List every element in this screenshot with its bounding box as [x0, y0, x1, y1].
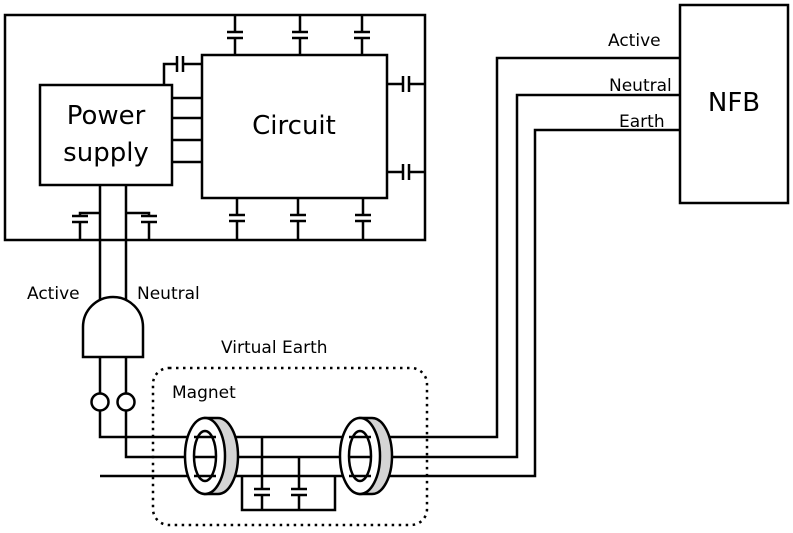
- circuit-block: Circuit: [200, 53, 389, 200]
- circuit-label: Circuit: [252, 111, 336, 141]
- power-supply-block: Power supply: [38, 83, 174, 187]
- right-toroid-core: [338, 416, 394, 496]
- magnet-label: Magnet: [172, 383, 236, 403]
- plug-pin-neutral: [116, 392, 136, 412]
- earth-line: [100, 128, 680, 478]
- chassis-enclosure: [3, 13, 427, 242]
- plug-neutral-label: Neutral: [137, 284, 200, 304]
- plug-symbol: [81, 295, 145, 412]
- power-supply-label-line2: supply: [63, 138, 149, 168]
- filter-capacitors: [240, 437, 337, 512]
- virtual-earth-label: Virtual Earth: [221, 338, 328, 358]
- virtual-earth-region: Virtual Earth Magnet: [151, 338, 429, 527]
- coupling-capacitor: [162, 56, 202, 85]
- nfb-earth-label: Earth: [619, 112, 665, 132]
- cord-capacitors: [72, 211, 157, 240]
- neutral-line: [124, 93, 680, 459]
- plug-active-label: Active: [27, 284, 80, 304]
- nfb-label: NFB: [708, 88, 760, 118]
- plug-pin-active: [90, 392, 110, 412]
- nfb-neutral-label: Neutral: [609, 76, 672, 96]
- right-stray-capacitors: [387, 76, 425, 180]
- active-line: [98, 56, 680, 439]
- power-supply-label-line1: Power: [67, 101, 146, 131]
- nfb-block: NFB: [678, 3, 790, 205]
- left-toroid-core: [183, 416, 240, 496]
- bottom-stray-capacitors: [229, 198, 371, 240]
- power-bus: [172, 96, 202, 164]
- nfb-active-label: Active: [608, 31, 661, 51]
- power-cord: [98, 185, 128, 302]
- top-stray-capacitors: [227, 15, 370, 55]
